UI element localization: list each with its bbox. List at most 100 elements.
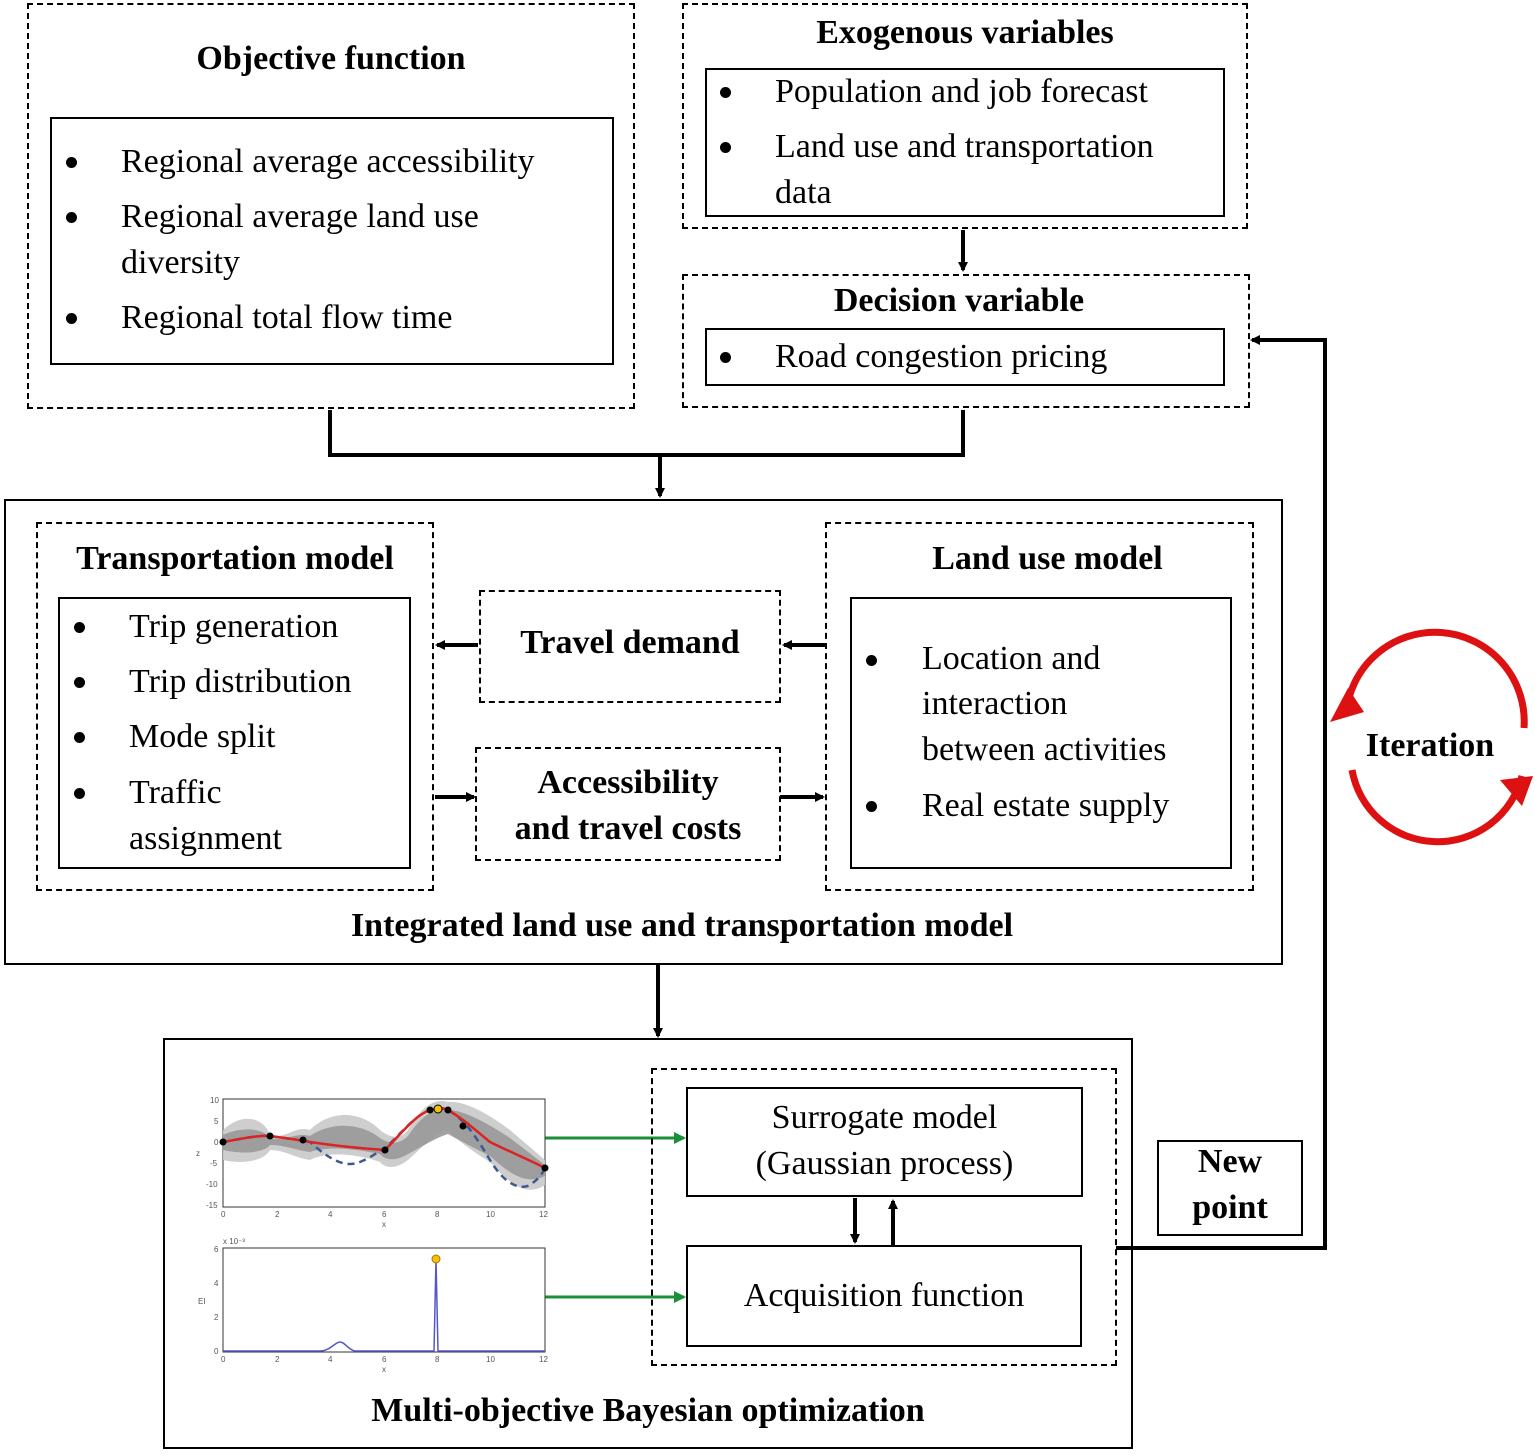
landuse-item-real-estate: Real estate supply xyxy=(922,787,1170,824)
decision-panel xyxy=(682,274,1250,408)
new-point-label: New xyxy=(1197,1143,1263,1180)
plot1-ytick: 0 xyxy=(214,1138,219,1147)
plot2-xtick: 8 xyxy=(435,1355,440,1364)
ei-max-point xyxy=(431,1254,441,1264)
plot1-xtick: 0 xyxy=(221,1210,226,1219)
plot2-xtick: 0 xyxy=(221,1355,226,1364)
new-point-box xyxy=(1157,1140,1303,1236)
plot1-ytick: 10 xyxy=(210,1096,219,1105)
new-point-label-cont: point xyxy=(1192,1189,1268,1226)
plot1-xtick: 6 xyxy=(382,1210,387,1219)
objective-panel xyxy=(27,3,635,409)
plot2-xtick: 6 xyxy=(382,1355,387,1364)
transport-model-title: Transportation model xyxy=(76,540,394,577)
plot2-xlabel: x xyxy=(382,1365,386,1374)
landuse-model-title: Land use model xyxy=(932,540,1163,577)
observed-points xyxy=(219,1104,549,1172)
plot2-xtick: 12 xyxy=(539,1355,548,1364)
transport-item-traffic: Traffic xyxy=(129,774,222,811)
plot2-xtick: 2 xyxy=(275,1355,280,1364)
gp-posterior-plot: 10 5 0 -5 -10 -15 z 0 2 4 6 8 10 12 x xyxy=(196,1096,549,1229)
landuse-item-location: Location and xyxy=(922,640,1101,677)
exogenous-panel xyxy=(682,3,1248,229)
transport-item-traffic-cont: assignment xyxy=(129,820,282,857)
plot2-xtick: 10 xyxy=(486,1355,495,1364)
plot2-ytick: 0 xyxy=(214,1347,219,1356)
iteration-cycle-icon xyxy=(1330,628,1533,846)
decision-title: Decision variable xyxy=(833,282,1085,319)
plot1-xtick: 10 xyxy=(486,1210,495,1219)
integrated-model-caption: Integrated land use and transportation m… xyxy=(350,907,1014,944)
transport-item-generation: Trip generation xyxy=(129,608,339,645)
transport-item-distribution: Trip distribution xyxy=(129,663,352,700)
transport-model-panel xyxy=(36,522,434,891)
exogenous-item-forecast: Population and job forecast xyxy=(775,73,1148,110)
landuse-item-location-cont2: between activities xyxy=(922,731,1167,768)
exogenous-item-data: Land use and transportation xyxy=(775,128,1154,165)
bullet-icon xyxy=(66,212,77,223)
bayes-panel xyxy=(163,1038,1133,1449)
optimizer-loop-panel xyxy=(651,1068,1117,1366)
transport-item-mode-split: Mode split xyxy=(129,718,276,755)
plot1-xtick: 12 xyxy=(539,1210,548,1219)
exogenous-item-data-cont: data xyxy=(775,174,832,211)
bullet-icon xyxy=(866,655,877,666)
objective-title: Objective function xyxy=(196,40,466,77)
accessibility-box xyxy=(475,747,781,861)
accessibility-label: Accessibility xyxy=(537,764,719,801)
transport-list-box xyxy=(58,597,411,869)
plot1-xtick: 4 xyxy=(328,1210,333,1219)
expected-improvement-plot: x 10⁻³ 6 4 2 0 EI 0 2 4 6 8 10 12 x xyxy=(198,1237,548,1374)
plot1-ytick: -5 xyxy=(210,1159,218,1168)
objective-item-diversity-cont: diversity xyxy=(121,244,240,281)
travel-demand-box xyxy=(479,590,781,703)
plot1-xtick: 2 xyxy=(275,1210,280,1219)
bullet-icon xyxy=(74,788,85,799)
plot1-xlabel: x xyxy=(382,1220,386,1229)
ei-line xyxy=(223,1259,545,1352)
plot1-ytick: -10 xyxy=(206,1180,218,1189)
surrogate-model-label-cont: (Gaussian process) xyxy=(755,1145,1014,1182)
landuse-model-panel xyxy=(825,522,1254,891)
exogenous-title: Exogenous variables xyxy=(816,14,1114,51)
bullet-icon xyxy=(720,352,731,363)
surrogate-model-box xyxy=(686,1087,1083,1197)
plot2-xtick: 4 xyxy=(328,1355,333,1364)
bayes-caption: Multi-objective Bayesian optimization xyxy=(371,1392,925,1429)
decision-list-box xyxy=(705,328,1225,386)
objective-item-accessibility: Regional average accessibility xyxy=(121,143,535,180)
bullet-icon xyxy=(74,732,85,743)
line-objective-decision-merge xyxy=(328,410,965,457)
plot2-ytick: 6 xyxy=(214,1245,219,1254)
landuse-list-box xyxy=(850,597,1232,869)
objective-item-diversity: Regional average land use xyxy=(121,198,479,235)
plot1-xtick: 8 xyxy=(435,1210,440,1219)
plot1-ytick: -15 xyxy=(206,1201,218,1210)
decision-item-pricing: Road congestion pricing xyxy=(775,338,1108,375)
objective-item-flow-time: Regional total flow time xyxy=(121,299,453,336)
iteration-label: Iteration xyxy=(1365,727,1495,764)
surrogate-model-label: Surrogate model xyxy=(771,1099,998,1136)
plot2-axes xyxy=(222,1247,546,1353)
acquisition-function-box xyxy=(686,1245,1082,1347)
plot2-ylabel: EI xyxy=(198,1297,206,1306)
travel-demand-label: Travel demand xyxy=(520,624,740,661)
objective-list-box xyxy=(50,117,614,365)
plot1-ylabel: z xyxy=(196,1149,200,1158)
bullet-icon xyxy=(74,677,85,688)
bullet-icon xyxy=(66,313,77,324)
bullet-icon xyxy=(66,157,77,168)
bullet-icon xyxy=(720,87,731,98)
landuse-item-location-cont1: interaction xyxy=(922,685,1068,722)
plot1-ytick: 5 xyxy=(214,1117,219,1126)
line-feedback-loop xyxy=(1116,335,1327,1250)
bullet-icon xyxy=(720,142,731,153)
plot2-ytick: 2 xyxy=(214,1313,219,1322)
gp-mean-line xyxy=(222,1107,546,1170)
integrated-model-panel xyxy=(4,499,1283,965)
accessibility-label-cont: and travel costs xyxy=(514,810,742,847)
plot2-ytick: 4 xyxy=(214,1279,219,1288)
bullet-icon xyxy=(866,801,877,812)
exogenous-list-box xyxy=(705,68,1225,217)
